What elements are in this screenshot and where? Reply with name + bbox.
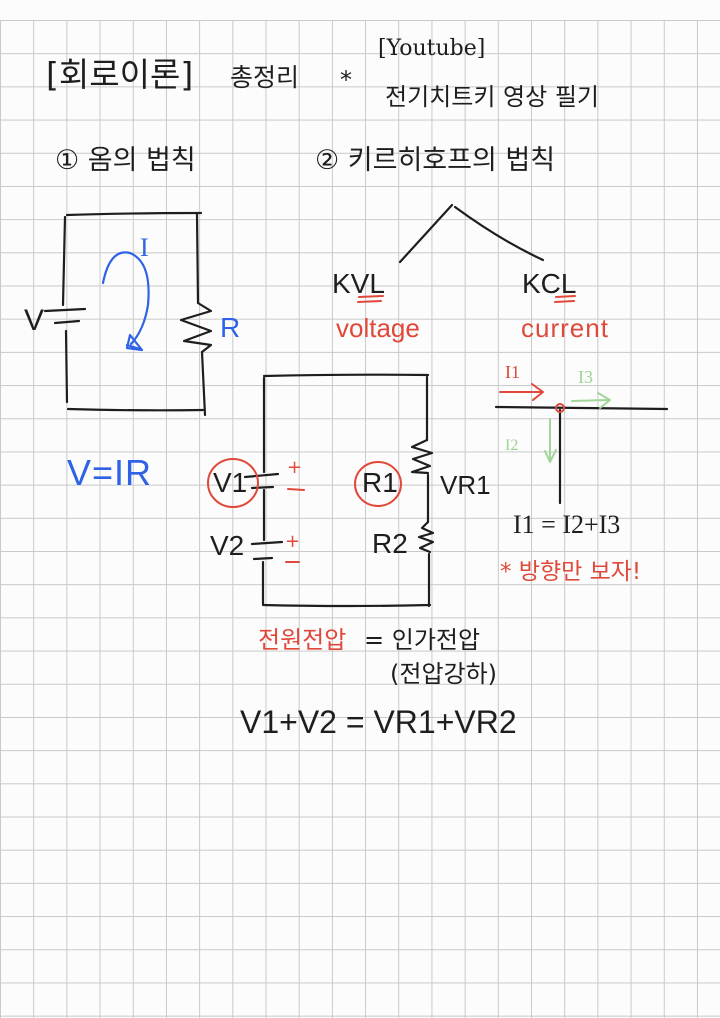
v2-label: V2	[210, 530, 245, 561]
kirchhoff-tree	[357, 203, 576, 303]
ohm-wire-right-bottom	[200, 350, 207, 417]
v1-minus-mark	[287, 488, 305, 491]
battery-short-plate	[53, 319, 81, 325]
kvl-note-source-voltage: 전원전압	[258, 626, 347, 654]
kcl-abbr: KCL	[522, 268, 577, 299]
grid-background	[0, 20, 720, 1018]
battery-long-plate	[43, 307, 87, 313]
kvl-note-voltage-drop: (전압강하)	[390, 660, 498, 688]
vr1-label: VR1	[440, 470, 491, 500]
v1-label: V1	[213, 467, 248, 498]
tree-branch-left	[398, 203, 454, 264]
ohm-wire-left-bottom	[64, 329, 69, 404]
ohm-current-label: I	[140, 233, 149, 262]
v1-short-plate	[250, 485, 275, 490]
kcl-i1-label: I1	[505, 362, 520, 382]
kvl-meaning: voltage	[336, 313, 420, 343]
kcl-underline-1	[555, 295, 576, 298]
v1-highlight-circle	[207, 458, 259, 508]
current-arrow-arc	[101, 251, 150, 346]
kvl-wire-top	[262, 373, 430, 378]
kvl-equation: V1+V2 = VR1+VR2	[240, 704, 517, 740]
current-arrowhead	[125, 333, 144, 352]
i1-arrow	[499, 383, 544, 401]
kcl-i3-label: I3	[578, 367, 593, 387]
kvl-note-applied-voltage: = 인가전압	[364, 626, 481, 654]
kcl-junction-dot	[555, 403, 565, 413]
r1-zigzag	[410, 438, 434, 475]
section-kirchhoff-heading: ② 키르히호프의 법칙	[315, 145, 556, 176]
r1-highlight-circle	[354, 461, 402, 507]
kvl-wire-bottom	[261, 603, 432, 608]
ohm-circuit	[43, 211, 213, 417]
ohm-formula: V=IR	[67, 452, 153, 493]
kvl-underline-2	[357, 300, 382, 303]
ohm-wire-left-top	[61, 215, 67, 307]
i3-arrow	[571, 392, 611, 409]
kcl-note-direction: * 방향만 보자!	[500, 559, 642, 585]
i2-arrow	[544, 418, 557, 463]
kvl-underline-1	[358, 295, 384, 298]
title-source: [Youtube]	[378, 36, 486, 61]
v1-long-plate	[243, 472, 280, 479]
ohm-wire-right-top	[195, 212, 200, 305]
section-ohm-heading: ① 옴의 법칙	[55, 145, 196, 176]
ohm-wire-top	[65, 211, 203, 217]
kcl-meaning: current	[521, 313, 609, 343]
r2-label: R2	[372, 528, 408, 559]
kcl-i2-label: I2	[505, 437, 519, 454]
kcl-node	[494, 383, 669, 505]
v2-plus-mark: +	[285, 531, 301, 552]
title-source-desc: 전기치트키 영상 필기	[385, 83, 599, 111]
v2-long-plate	[250, 540, 284, 546]
title-topic: [회로이론]	[46, 55, 194, 94]
v2-short-plate	[252, 556, 274, 561]
title-star: *	[340, 66, 352, 94]
resistor-zigzag-r	[179, 301, 213, 354]
title-summary: 총정리	[230, 63, 300, 92]
ohm-wire-bottom	[66, 407, 205, 412]
kcl-wire-horizontal	[494, 405, 669, 411]
kvl-circuit	[207, 373, 435, 608]
v1-plus-mark: +	[287, 457, 303, 478]
kcl-equation: I1 = I2+I3	[513, 510, 621, 539]
ohm-resistor-label: R	[220, 312, 241, 343]
kcl-underline-2	[554, 300, 575, 303]
kvl-abbr: KVL	[332, 268, 385, 299]
tree-branch-right	[453, 205, 545, 262]
r1-label: R1	[362, 467, 398, 498]
r2-zigzag	[417, 520, 435, 554]
ohm-source-label: V	[24, 304, 45, 337]
